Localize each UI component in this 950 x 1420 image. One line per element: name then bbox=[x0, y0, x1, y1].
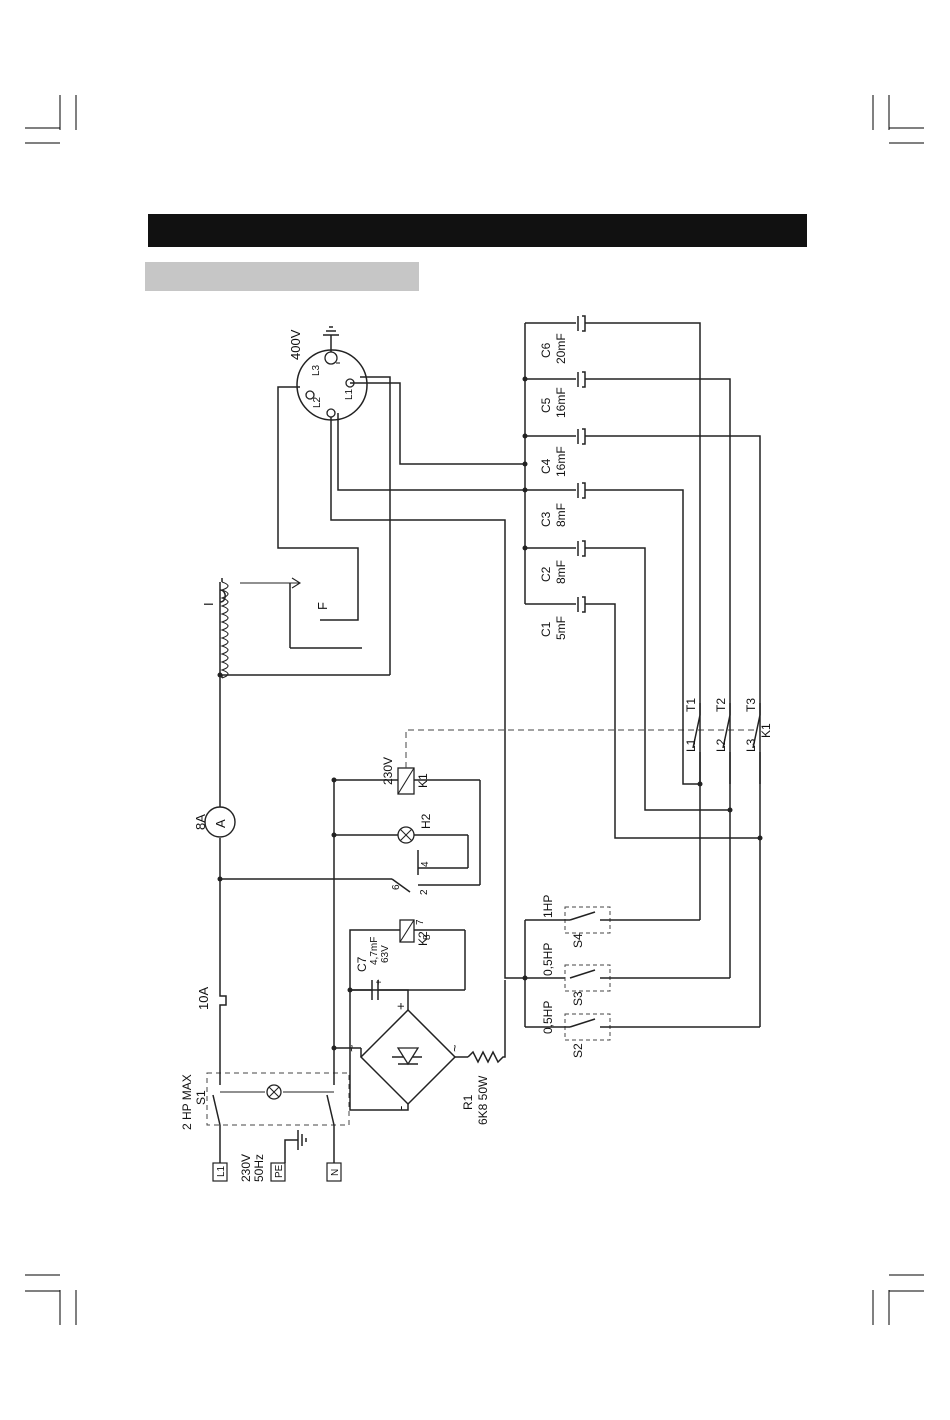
motor-pin-l1: L1 bbox=[344, 388, 355, 400]
s4-label: S4 bbox=[571, 933, 585, 948]
k1-t2: T2 bbox=[714, 698, 728, 712]
k1-contacts-label: K1 bbox=[759, 723, 773, 738]
s3-label: S3 bbox=[571, 991, 585, 1006]
supply-terminals: L1 PE N 230V 50Hz bbox=[213, 1130, 341, 1182]
k2-pin7: 7 bbox=[415, 919, 426, 925]
c5-label: C5 bbox=[539, 397, 553, 413]
k1-aux-pin6: 6 bbox=[391, 884, 402, 890]
n-rail bbox=[332, 778, 337, 1074]
c7-label: C7 bbox=[355, 956, 369, 972]
ammeter-rating: 8A bbox=[193, 814, 208, 830]
c4-label: C4 bbox=[539, 458, 553, 474]
motor-pin-l3: L3 bbox=[311, 364, 322, 376]
terminal-pe: PE bbox=[274, 1164, 285, 1178]
capacitor-bank: C6 20mF C5 16mF C4 16mF C3 8mF C2 8mF bbox=[523, 316, 761, 838]
s1-label: S1 bbox=[194, 1090, 208, 1105]
relay-k2: K2 7 8 bbox=[400, 919, 465, 946]
supply-voltage: 230V bbox=[239, 1154, 253, 1182]
c1-label: C1 bbox=[539, 621, 553, 637]
main-switch-s1: 2 HP MAX S1 bbox=[180, 1073, 349, 1163]
fuse-rating: 10A bbox=[196, 987, 211, 1010]
k1-l2: L2 bbox=[714, 738, 728, 752]
s4-rating: 1HP bbox=[541, 895, 555, 918]
k1-t3: T3 bbox=[744, 698, 758, 712]
k2-pin8: 8 bbox=[422, 934, 433, 940]
c6-value: 20mF bbox=[554, 333, 568, 364]
bridge-plus: + bbox=[393, 1002, 408, 1010]
transformer-input-label: I bbox=[201, 602, 216, 606]
terminal-l1: L1 bbox=[216, 1165, 227, 1177]
s1-rating: 2 HP MAX bbox=[180, 1074, 194, 1130]
c7-value-plus: + bbox=[374, 979, 385, 985]
k1-l3: L3 bbox=[744, 738, 758, 752]
k1-aux-pin4: 4 bbox=[420, 861, 431, 867]
c2-label: C2 bbox=[539, 566, 553, 582]
k1-coil-label: K1 bbox=[416, 773, 430, 788]
motor-voltage: 400V bbox=[288, 329, 303, 360]
c1-value: 5mF bbox=[554, 616, 568, 640]
motor-wiring bbox=[278, 377, 565, 978]
motor-connector-400v: 400V L3 L2 L1 bbox=[288, 327, 367, 420]
s2-rating: 0,5HP bbox=[541, 1001, 555, 1034]
h2-label: H2 bbox=[419, 813, 433, 829]
s2-label: S2 bbox=[571, 1043, 585, 1058]
terminal-n: N bbox=[330, 1169, 341, 1176]
k1-control-circuit: 6 2 4 H2 230V K1 bbox=[220, 730, 755, 895]
ammeter-symbol: A bbox=[213, 819, 228, 828]
r1-value: 6K8 50W bbox=[476, 1075, 490, 1125]
k1-aux-pin2: 2 bbox=[419, 889, 430, 895]
c5-value: 16mF bbox=[554, 387, 568, 418]
transformer-output-label: F bbox=[315, 602, 330, 610]
c3-value: 8mF bbox=[554, 503, 568, 527]
c7-capacitance: 4,7mF bbox=[369, 937, 380, 965]
c3-label: C3 bbox=[539, 511, 553, 527]
motor-pin-l2: L2 bbox=[312, 396, 323, 408]
c7-voltage: 63V bbox=[380, 945, 391, 963]
c2-value: 8mF bbox=[554, 560, 568, 584]
k1-l1: L1 bbox=[684, 738, 698, 752]
s3-rating: 0,5HP bbox=[541, 943, 555, 976]
autotransformer: I F bbox=[201, 578, 390, 678]
r1-label: R1 bbox=[461, 1094, 475, 1110]
bridge-ac-right: ~ bbox=[447, 1044, 462, 1052]
c6-label: C6 bbox=[539, 342, 553, 358]
crop-marks bbox=[25, 95, 924, 1325]
c4-value: 16mF bbox=[554, 446, 568, 477]
selector-switches: 1HP S4 0,5HP S3 0,5HP S2 bbox=[523, 895, 761, 1058]
k1-t1: T1 bbox=[684, 698, 698, 712]
l1-rail: 10A A 8A bbox=[193, 590, 235, 1073]
supply-frequency: 50Hz bbox=[252, 1154, 266, 1182]
k1-coil-voltage: 230V bbox=[381, 757, 395, 785]
